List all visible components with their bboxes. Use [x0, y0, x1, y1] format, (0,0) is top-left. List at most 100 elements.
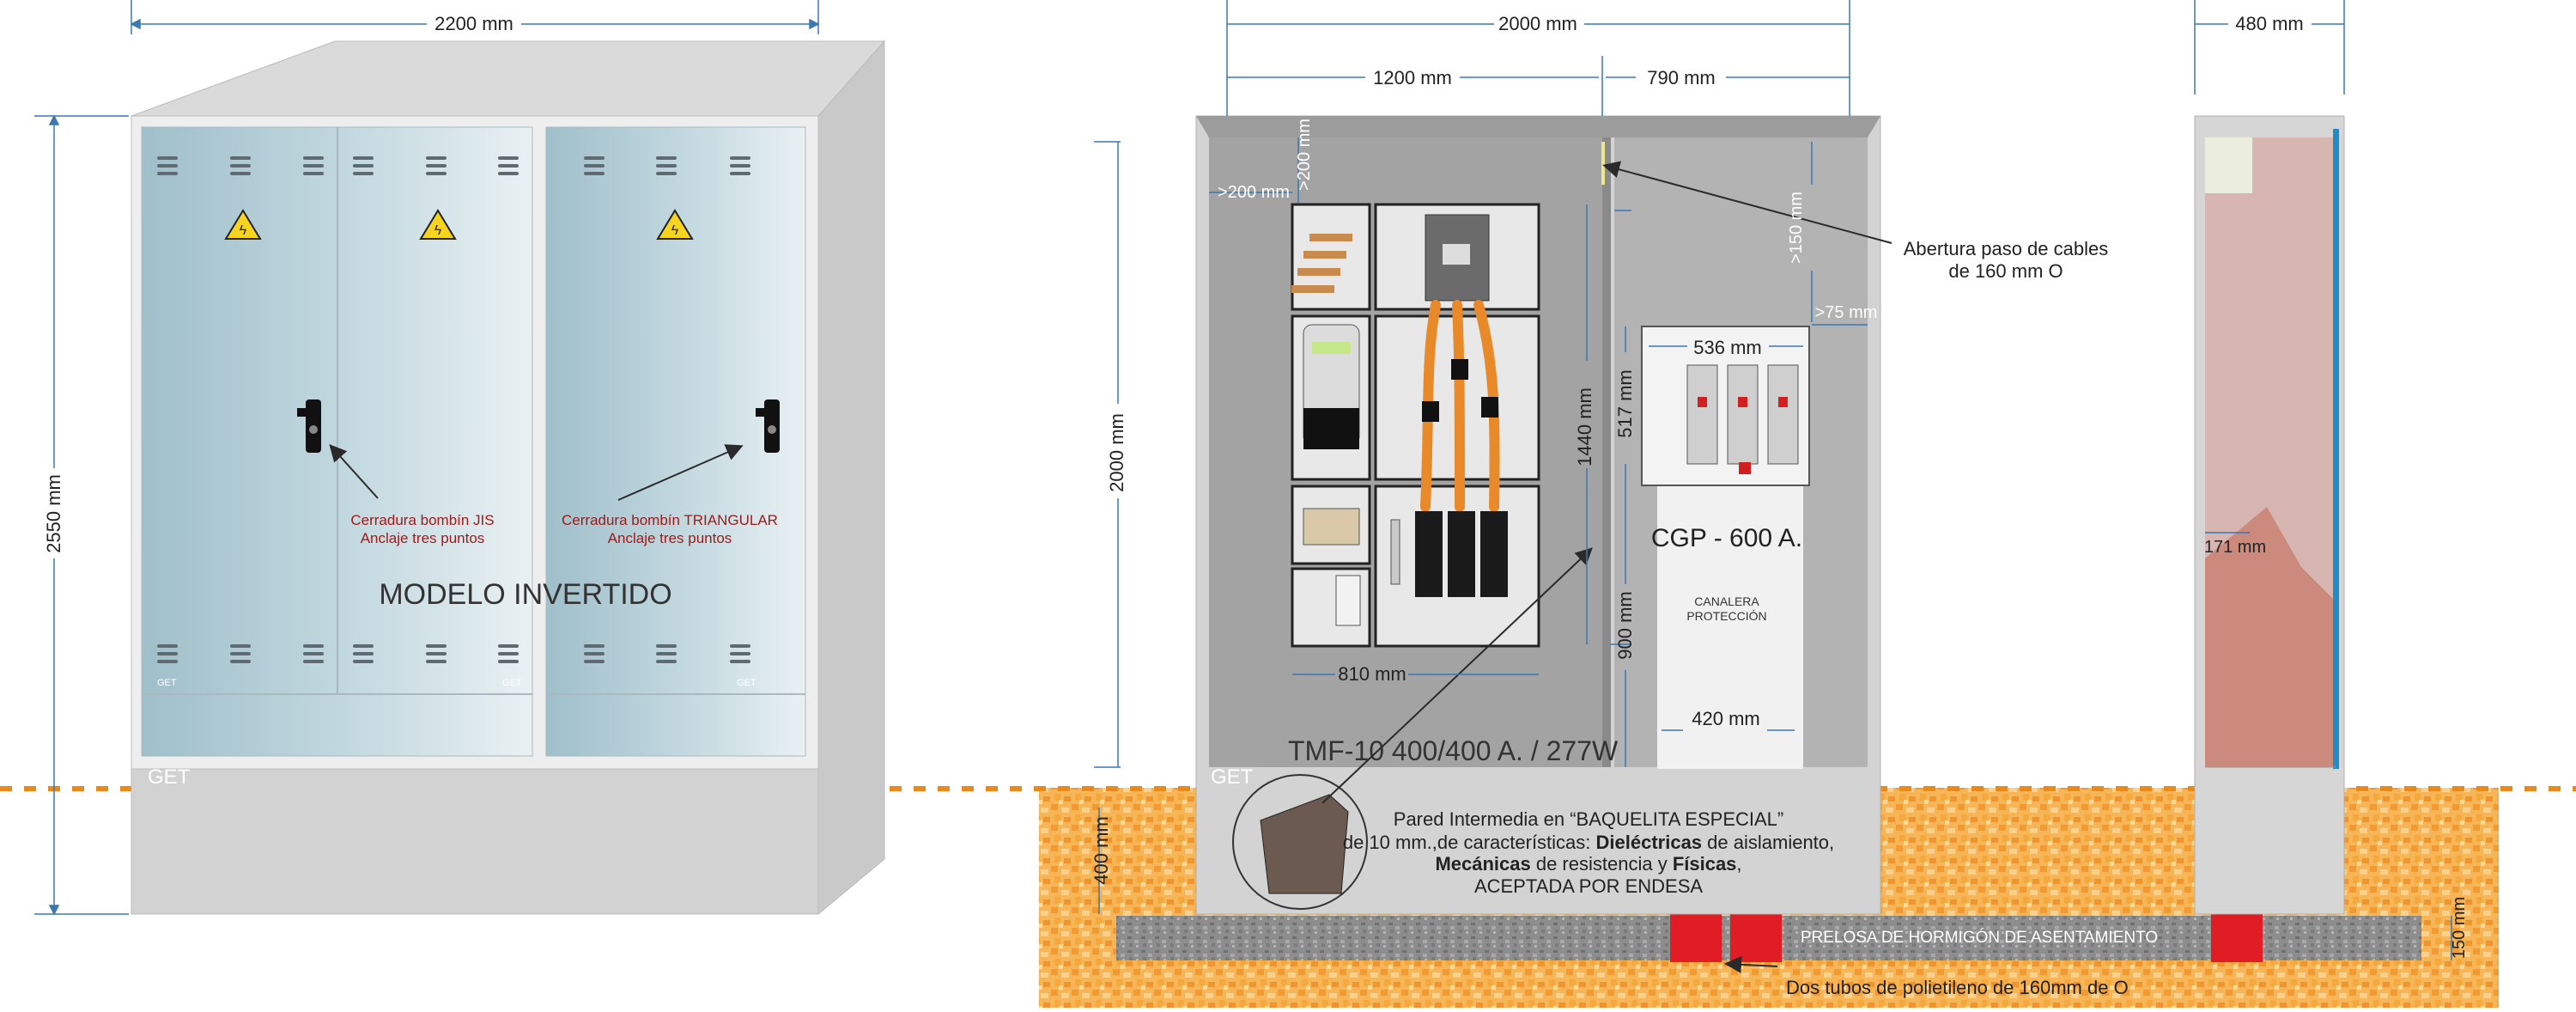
width-dimension-label: 2200 mm — [434, 13, 513, 34]
jis-lock-label-2: Anclaje tres puntos — [361, 530, 485, 546]
opening-label-2: de 160 mm O — [1948, 260, 2063, 282]
vent-grille — [584, 156, 605, 175]
vent-grille — [230, 156, 251, 175]
small-breaker[interactable] — [1335, 575, 1361, 626]
wall-note-line4: ACEPTADA POR ENDESA — [1474, 875, 1703, 897]
cabinet-plinth — [131, 768, 819, 915]
side-cabinet-view: 480 mm 171 mm — [2194, 0, 2345, 915]
dim-150-label: >150 mm — [1787, 192, 1806, 264]
meter-panel — [1291, 203, 1540, 648]
get-label-front: GET — [1211, 765, 1254, 789]
cable-opening[interactable] — [1601, 142, 1605, 185]
wall-note-line2: de 10 mm.,de características: Dieléctric… — [1343, 832, 1834, 853]
vent-grille — [230, 644, 251, 663]
cgp-label: CGP - 600 A. — [1651, 524, 1802, 552]
opening-label-1: Abertura paso de cables — [1904, 238, 2109, 259]
wall-detail-circle — [1232, 774, 1368, 910]
height-dimension — [34, 114, 129, 916]
vent-grilles-top — [157, 156, 750, 175]
cgp-fuse-base — [1686, 364, 1718, 465]
side-inner-label: 171 mm — [2204, 538, 2266, 557]
get-small-label: GET — [502, 678, 522, 688]
width-420-label: 420 mm — [1692, 708, 1759, 729]
jis-lock-label-1: Cerradura bombín JIS — [350, 512, 494, 528]
get-label: GET — [148, 765, 191, 789]
side-top-block — [2205, 137, 2252, 193]
dim-200-vertical: >200 mm — [1295, 119, 1314, 191]
cabinet-side-face — [817, 40, 885, 916]
pipe-section-1 — [1670, 914, 1722, 962]
lock-handle-jis-icon[interactable] — [297, 399, 321, 453]
copper-bar — [1291, 285, 1334, 293]
transformer-device — [1422, 401, 1439, 422]
left-width-label: 1200 mm — [1373, 67, 1452, 88]
vent-grille — [498, 644, 519, 663]
height-900-label: 900 mm — [1614, 591, 1636, 659]
cgp-indicator — [1698, 397, 1707, 407]
copper-bar — [1309, 234, 1352, 241]
height-dimension-label: 2550 mm — [43, 474, 64, 553]
slab-label: PRELOSA DE HORMIGÓN DE ASENTAMIENTO — [1801, 928, 2158, 947]
vent-grille — [303, 644, 324, 663]
neutral-bar — [1390, 519, 1400, 585]
transformer-device — [1481, 397, 1498, 418]
copper-bar — [1297, 268, 1340, 276]
fuse-holder[interactable] — [1415, 511, 1443, 597]
width-810-label: 810 mm — [1338, 663, 1406, 685]
vent-grille — [656, 156, 677, 175]
vent-grille — [353, 644, 374, 663]
fuse-holder[interactable] — [1480, 511, 1508, 597]
width-536-label: 536 mm — [1693, 337, 1761, 358]
tri-lock-label-2: Anclaje tres puntos — [608, 530, 732, 546]
dim-75-label: >75 mm — [1815, 303, 1878, 322]
cgp-fuse-base — [1727, 364, 1759, 465]
canalera-label-2: PROTECCIÓN — [1686, 609, 1766, 623]
vent-grille — [498, 156, 519, 175]
vent-grille — [157, 156, 178, 175]
tri-lock-arrow — [617, 444, 744, 501]
vent-grilles-bottom — [157, 644, 750, 663]
wall-detail-section — [1260, 794, 1349, 894]
wall-note-arrow — [1321, 547, 1593, 804]
vent-grille — [730, 156, 750, 175]
dim-200-horizontal: >200 mm — [1218, 183, 1290, 202]
warning-icon: ϟ — [656, 209, 694, 240]
opening-arrow — [1602, 161, 1893, 244]
warning-icon: ϟ — [224, 209, 262, 240]
meter-display — [1312, 342, 1351, 354]
height-2000-label: 2000 mm — [1106, 413, 1127, 492]
front-dimension-lines — [1094, 0, 2452, 960]
jis-lock-arrow — [329, 444, 379, 499]
cgp-indicator — [1738, 397, 1747, 407]
left-cabinet-view: ϟ ϟ ϟ Cerradura bombín JIS Anclaje tres … — [34, 0, 886, 916]
get-small-label: GET — [157, 678, 177, 688]
meter-module — [1303, 408, 1359, 449]
svg-text:ϟ: ϟ — [240, 223, 247, 238]
fuse-holder[interactable] — [1448, 511, 1475, 597]
vent-grille — [426, 644, 447, 663]
wall-note-line3: Mecánicas de resistencia y Físicas, — [1435, 853, 1741, 875]
transformer-device — [1451, 359, 1468, 380]
top-bevel — [1196, 116, 1880, 137]
side-depth-label: 480 mm — [2235, 13, 2303, 34]
width-dimension — [130, 0, 820, 34]
warning-icon: ϟ — [419, 209, 457, 240]
tubes-label: Dos tubos de polietileno de 160mm de O — [1786, 977, 2129, 998]
vent-grille — [303, 156, 324, 175]
cabinet-top-face — [131, 40, 886, 117]
copper-bar — [1303, 251, 1346, 259]
vent-grille — [426, 156, 447, 175]
total-width-label: 2000 mm — [1498, 13, 1577, 34]
pipe-section-3 — [2211, 914, 2263, 962]
front-cabinet-view: CANALERA PROTECCIÓN — [1091, 0, 2469, 998]
depth-150-label: 150 mm — [2450, 897, 2469, 959]
lock-handle-triangular-icon[interactable] — [756, 399, 780, 453]
orange-cables — [1420, 300, 1500, 512]
tubes-arrow — [1724, 955, 1778, 973]
height-517-label: 517 mm — [1614, 369, 1636, 437]
height-1440-label: 1440 mm — [1574, 387, 1595, 466]
vent-grille — [584, 644, 605, 663]
vent-grille — [730, 644, 750, 663]
get-small-label: GET — [737, 678, 756, 688]
intermediate-wall — [1602, 137, 1611, 767]
